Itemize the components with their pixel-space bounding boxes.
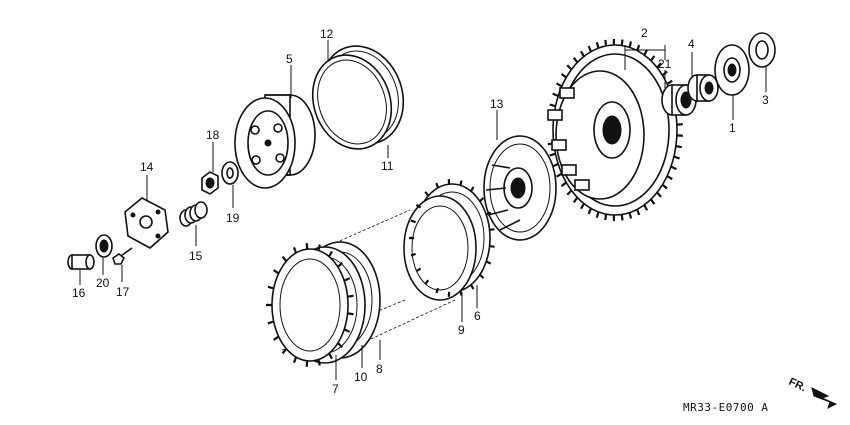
label-12: 12 bbox=[320, 27, 334, 41]
label-6: 6 bbox=[474, 309, 481, 323]
clutch-spring bbox=[179, 201, 208, 227]
lifter-bearing bbox=[95, 234, 113, 258]
label-9: 9 bbox=[458, 323, 465, 337]
label-18: 18 bbox=[206, 128, 220, 142]
clutch-plates-pair bbox=[403, 179, 495, 301]
clutch-center bbox=[483, 135, 557, 241]
lifter-rod bbox=[67, 254, 95, 270]
front-direction-label: FR. bbox=[787, 376, 808, 394]
label-8: 8 bbox=[376, 362, 383, 376]
label-10: 10 bbox=[354, 370, 368, 384]
label-5: 5 bbox=[286, 52, 293, 66]
label-21: 21 bbox=[658, 57, 672, 71]
label-17: 17 bbox=[116, 285, 130, 299]
clutch-plates-stack bbox=[266, 241, 381, 367]
label-2: 2 bbox=[641, 26, 648, 40]
label-15: 15 bbox=[189, 249, 203, 263]
label-20: 20 bbox=[96, 276, 110, 290]
label-16: 16 bbox=[72, 286, 86, 300]
label-19: 19 bbox=[226, 211, 240, 225]
washer-3 bbox=[748, 32, 776, 68]
label-1: 1 bbox=[729, 121, 736, 135]
clutch-outer-gear bbox=[547, 38, 683, 222]
diagram-code: MR33-E0700 A bbox=[683, 401, 768, 414]
lock-nut bbox=[201, 171, 219, 195]
label-4: 4 bbox=[688, 37, 695, 51]
leader-lines bbox=[79, 40, 767, 380]
label-11: 11 bbox=[381, 159, 394, 173]
drive-sprocket bbox=[714, 44, 750, 96]
label-14: 14 bbox=[140, 160, 154, 174]
judder-spring-rings bbox=[311, 45, 405, 150]
lifter-plate bbox=[124, 197, 169, 249]
front-direction-arrow: FR. bbox=[787, 376, 838, 409]
label-13: 13 bbox=[490, 97, 504, 111]
bolt bbox=[112, 247, 133, 265]
washer-19 bbox=[221, 161, 239, 185]
pressure-plate bbox=[234, 94, 316, 189]
collar bbox=[687, 74, 719, 102]
label-3: 3 bbox=[762, 93, 769, 107]
label-7: 7 bbox=[332, 382, 339, 396]
